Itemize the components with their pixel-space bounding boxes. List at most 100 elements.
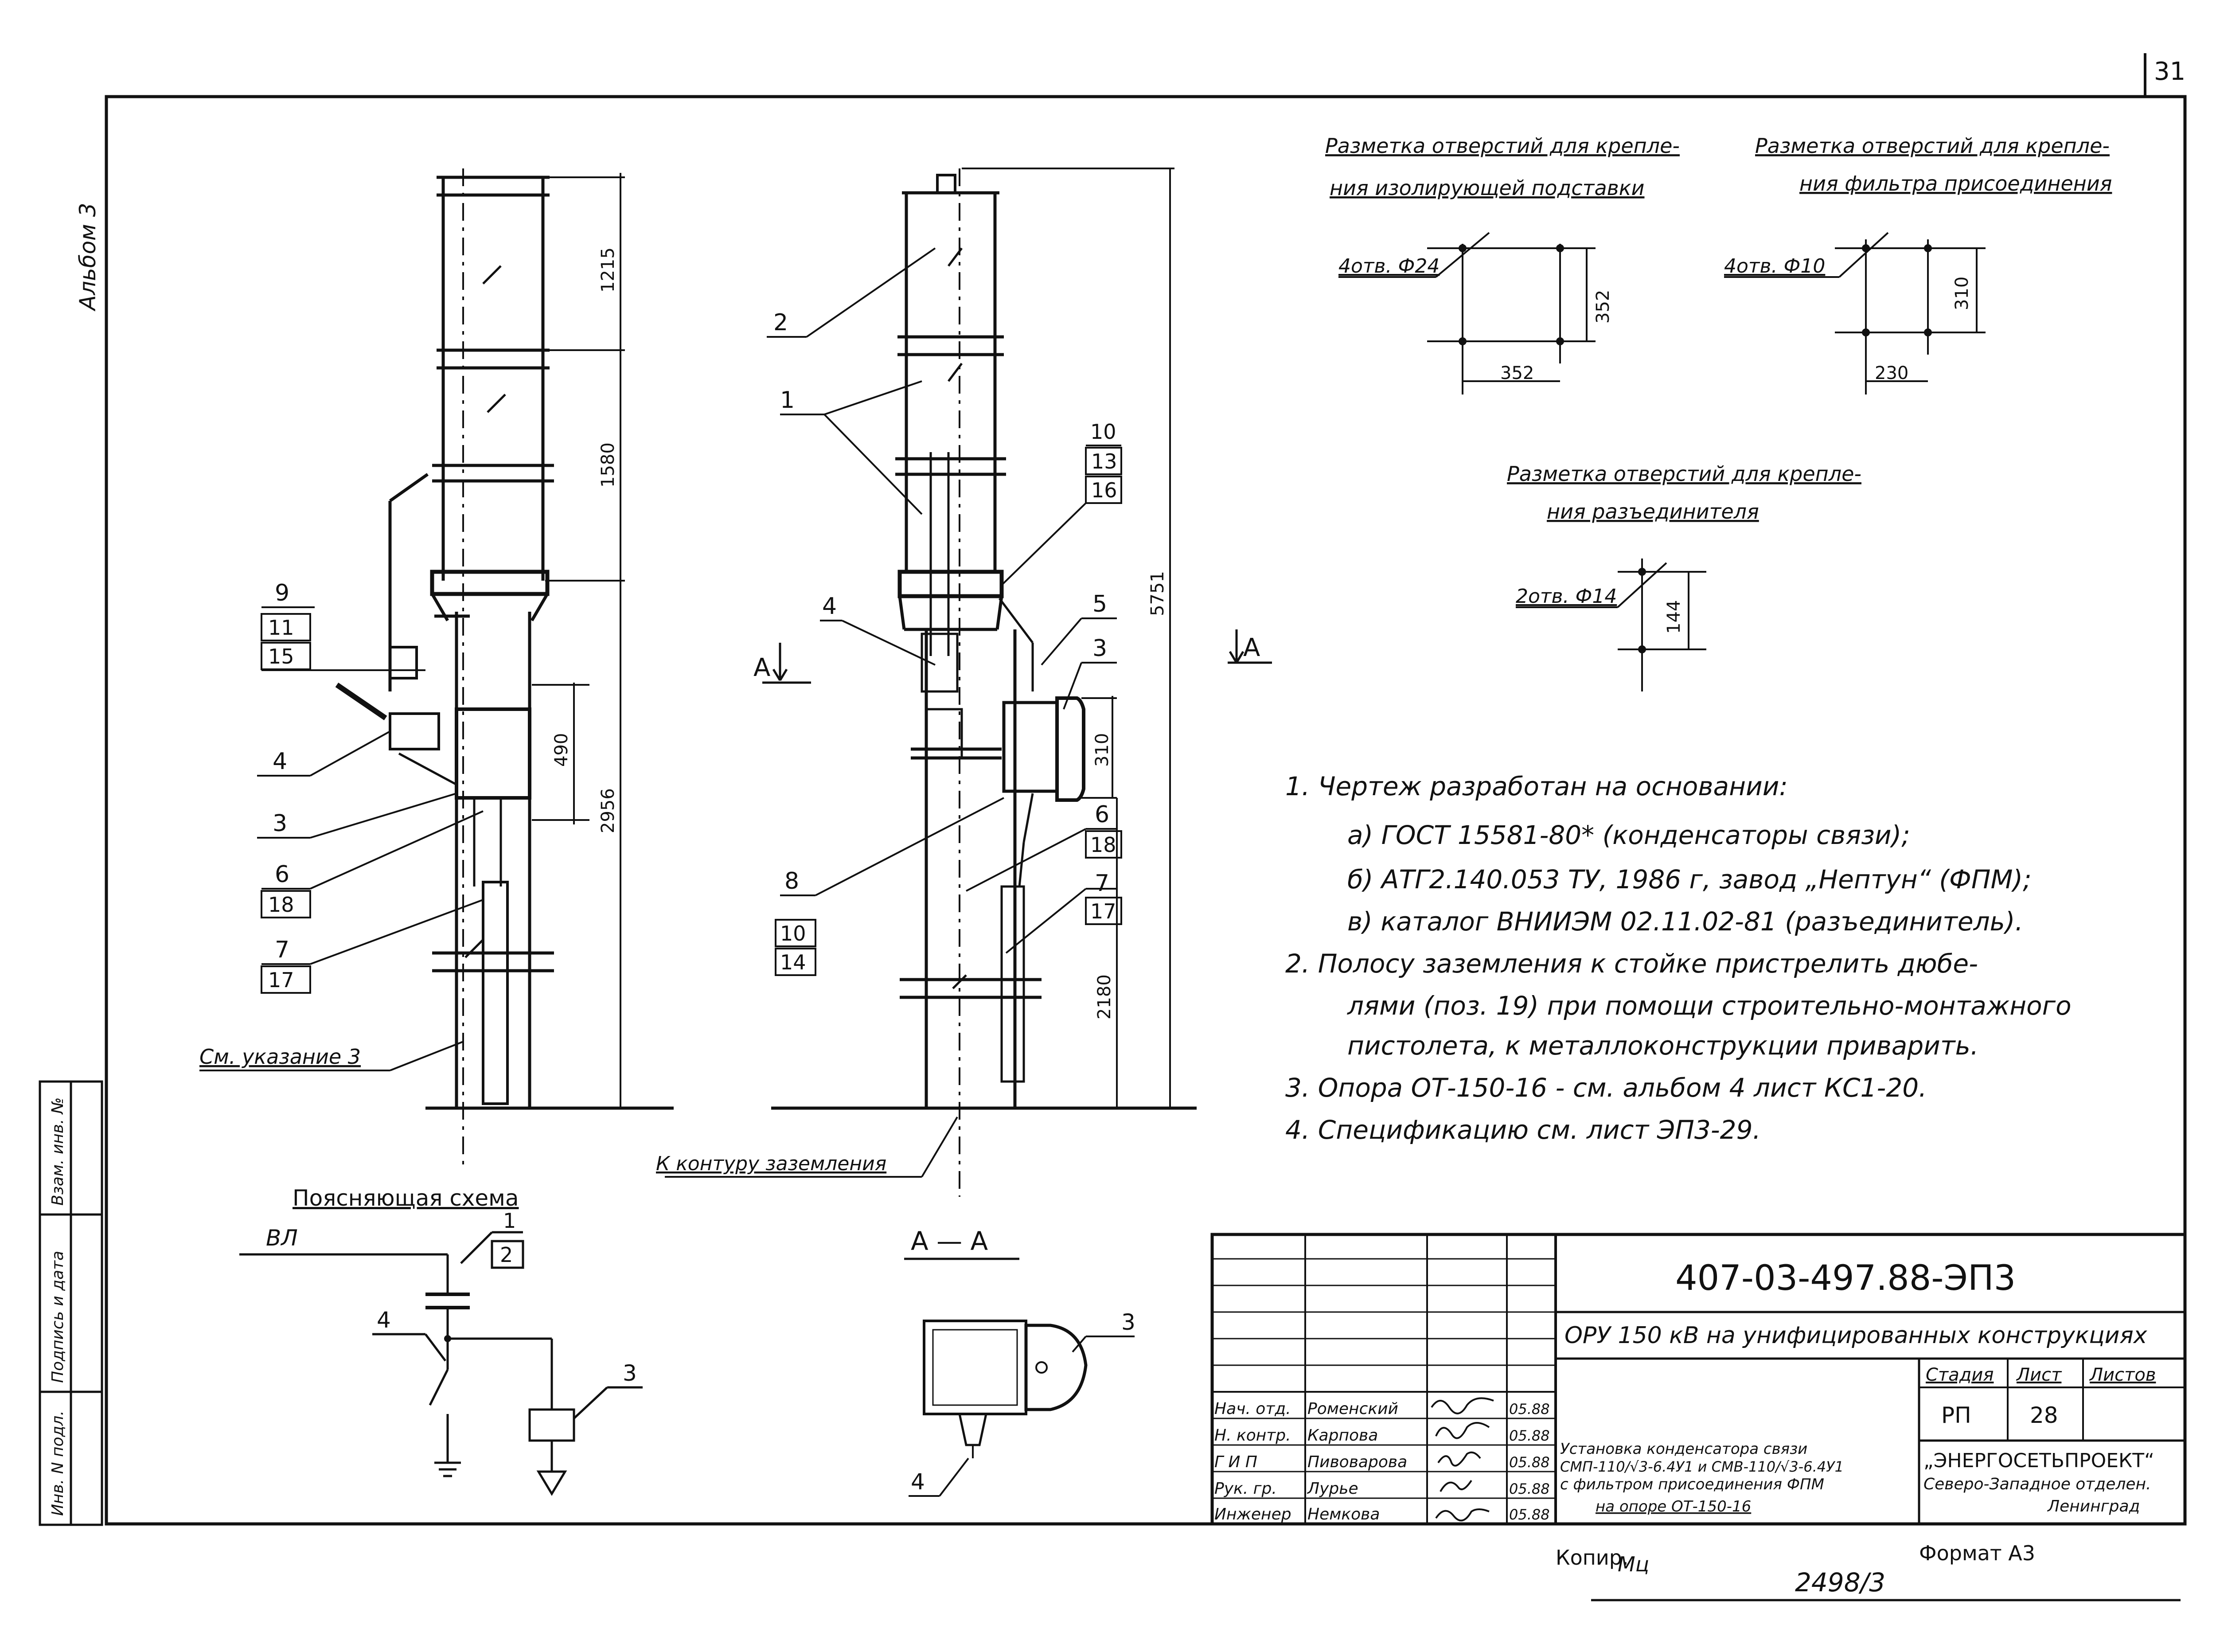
middle-callout-2: 2 (773, 309, 788, 336)
album-label: Альбом 3 (75, 203, 101, 312)
section-aa-title: А — А (911, 1226, 988, 1256)
left-callout-11: 11 (268, 616, 294, 640)
section-aa-callout-3: 3 (1121, 1309, 1135, 1335)
left-note-link: См. указание 3 (199, 1045, 361, 1069)
left-view-structure (335, 176, 674, 1110)
middle-view-structure (771, 174, 1197, 1110)
title-block-sheets-header: Листов (2089, 1365, 2156, 1385)
section-marks (762, 629, 1272, 684)
title-block-stage-header: Стадия (1926, 1365, 1994, 1385)
sig-date-4: 05.88 (1509, 1506, 1550, 1523)
sig-name-3: Лурье (1307, 1480, 1358, 1498)
middle-view-leaders (665, 247, 1122, 1178)
schematic-callout-4: 4 (377, 1307, 391, 1333)
middle-callout-1: 1 (780, 387, 795, 414)
marking-3-title-line2: ния разъединителя (1547, 500, 1759, 523)
footer-format: Формат А3 (1919, 1541, 2035, 1565)
marking-2-title-line2: ния фильтра присоединения (1799, 172, 2112, 195)
middle-callout-6: 6 (1095, 801, 1109, 828)
title-block-org-1: „ЭНЕРГОСЕТЬПРОЕКТ“ (1923, 1449, 2154, 1472)
middle-callout-16: 16 (1091, 478, 1117, 502)
footer-number: 2498/3 (1795, 1567, 1885, 1597)
marking-1-holes (1459, 244, 1564, 345)
title-block-org-2: Северо-Западное отделен. (1923, 1475, 2151, 1493)
left-view-dimensions (532, 173, 625, 1108)
note-1b: б) АТГ2.140.053 ТУ, 1986 г, завод „Непту… (1347, 864, 2032, 894)
marking-2-dim-v: 310 (1952, 277, 1972, 310)
middle-callout-10: 10 (1090, 420, 1116, 444)
marking-3-holes-label: 2отв. Ф14 (1516, 585, 1617, 608)
note-2a: лями (поз. 19) при помощи строительно-мо… (1347, 991, 2072, 1021)
left-callout-9: 9 (275, 580, 289, 606)
marking-1-grid (1338, 232, 1596, 394)
note-1c: в) каталог ВНИИЭМ 02.11.02-81 (разъедини… (1347, 906, 2023, 937)
title-block-stage: РП (1941, 1402, 1971, 1428)
middle-callout-17: 17 (1090, 899, 1116, 923)
note-2b: пистолета, к металлоконструкции приварит… (1347, 1031, 1979, 1061)
marking-1-dim-v: 352 (1593, 290, 1613, 324)
sig-name-4: Немкова (1307, 1505, 1380, 1523)
schematic-lines (239, 1231, 643, 1496)
side-stamp (39, 1080, 103, 1526)
left-callout-17: 17 (268, 968, 294, 992)
middle-callout-3: 3 (1092, 635, 1107, 662)
left-callout-6: 6 (275, 861, 289, 888)
schematic-callout-3: 3 (623, 1360, 637, 1386)
title-block-drawing-title-1: Установка конденсатора связи (1560, 1440, 1807, 1458)
sig-role-4: Инженер (1214, 1505, 1291, 1523)
schematic-line-label: ВЛ (266, 1225, 298, 1251)
note-1: 1. Чертеж разработан на основании: (1285, 771, 1788, 801)
marking-2-holes (1862, 244, 1932, 336)
left-dim-1215: 1215 (598, 247, 618, 293)
note-3: 3. Опора ОТ-150-16 - см. альбом 4 лист К… (1285, 1073, 1927, 1103)
sig-role-3: Рук. гр. (1214, 1480, 1277, 1498)
title-block-code: 407-03-497.88-ЭП3 (1675, 1258, 2016, 1298)
sig-date-1: 05.88 (1509, 1427, 1550, 1444)
middle-dim-310: 310 (1092, 733, 1112, 767)
sig-date-0: 05.88 (1509, 1401, 1550, 1418)
marking-3-grid (1516, 558, 1706, 691)
section-aa-callout-4: 4 (911, 1469, 925, 1495)
middle-callout-5: 5 (1092, 591, 1107, 617)
sig-date-2: 05.88 (1509, 1454, 1550, 1471)
marking-2-dim-h: 230 (1875, 363, 1908, 383)
signature-rows: Нач. отд. Роменский 05.88 Н. контр. Карп… (1214, 1400, 1550, 1523)
marking-3-title-line1: Разметка отверстий для крепле- (1507, 462, 1861, 486)
middle-dim-5751: 5751 (1147, 571, 1168, 616)
section-mark-right: А (1243, 633, 1260, 662)
left-view-leaders (199, 606, 484, 1071)
middle-callout-10b: 10 (780, 922, 806, 945)
sig-name-1: Карпова (1307, 1426, 1378, 1445)
schematic-title: Поясняющая схема (293, 1185, 519, 1211)
title-block-sheet-header: Лист (2016, 1365, 2062, 1385)
footer-copy-sign: Мц (1618, 1552, 1649, 1576)
sheet-frame (105, 53, 2187, 1526)
left-callout-4: 4 (273, 748, 287, 775)
marking-2-grid (1724, 232, 1986, 394)
side-stamp-sign: Подпись и дата (49, 1251, 67, 1383)
section-aa-drawing (909, 1320, 1135, 1497)
middle-dim-2180: 2180 (1094, 974, 1115, 1019)
middle-callout-18: 18 (1090, 833, 1116, 857)
schematic-callout-1: 1 (503, 1209, 516, 1233)
left-dim-490: 490 (551, 733, 572, 767)
middle-callout-14: 14 (780, 950, 806, 974)
left-dim-1580: 1580 (598, 442, 618, 488)
sig-date-3: 05.88 (1509, 1480, 1550, 1497)
marking-1-title-line2: ния изолирующей подставки (1330, 176, 1644, 200)
middle-view-dimensions (962, 168, 1174, 1109)
title-block-grid (1210, 1233, 2187, 1526)
middle-callout-4: 4 (822, 593, 837, 620)
sig-role-1: Н. контр. (1214, 1426, 1291, 1445)
marking-1-dim-h: 352 (1500, 363, 1534, 383)
left-callout-3: 3 (273, 810, 287, 837)
marking-2-holes-label: 4отв. Ф10 (1724, 255, 1825, 277)
page-number: 31 (2154, 57, 2185, 86)
marking-3-dim-v: 144 (1664, 600, 1684, 634)
title-block-drawing-title-3: с фильтром присоединения ФПМ (1560, 1476, 1824, 1493)
title-block-drawing-title-4: на опоре ОТ-150-16 (1596, 1498, 1751, 1515)
middle-callout-13: 13 (1091, 449, 1117, 473)
note-1a: а) ГОСТ 15581-80* (конденсаторы связи); (1347, 820, 1910, 850)
title-block-project: ОРУ 150 кВ на унифицированных конструкци… (1564, 1322, 2148, 1349)
